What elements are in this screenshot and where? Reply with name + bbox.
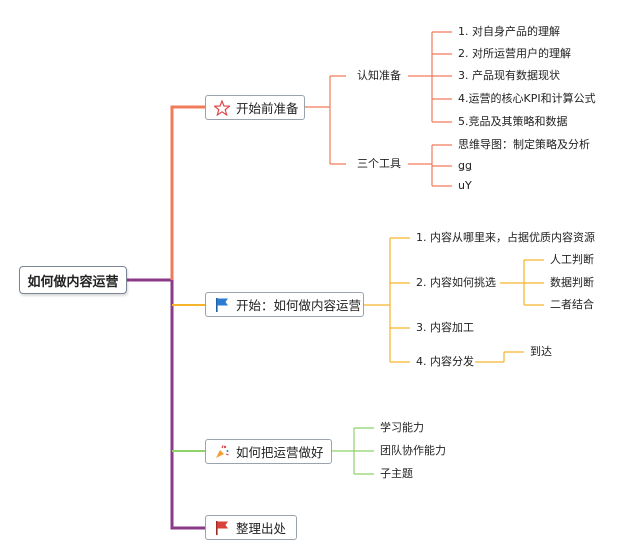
better-item[interactable]: 团队协作能力 [380, 444, 446, 457]
dist-item[interactable]: 到达 [530, 345, 552, 358]
cognition-item[interactable]: 2. 对所运营用户的理解 [458, 47, 571, 60]
select-item[interactable]: 二者结合 [550, 298, 594, 311]
how-item[interactable]: 1. 内容从哪里来，占据优质内容资源 [416, 231, 595, 244]
select-item[interactable]: 人工判断 [550, 253, 594, 266]
branch-node-better[interactable]: 如何把运营做好 [205, 439, 332, 464]
tools-connector [408, 144, 452, 187]
root-label: 如何做内容运营 [27, 274, 119, 290]
cognition-item[interactable]: 1. 对自身产品的理解 [458, 25, 560, 38]
branch-label-source: 整理出处 [236, 521, 287, 536]
branch-node-source[interactable]: 整理出处 [205, 515, 297, 540]
branch-label-better: 如何把运营做好 [236, 445, 324, 460]
how-item[interactable]: 3. 内容加工 [416, 321, 474, 334]
cognition-item[interactable]: 4.运营的核心KPI和计算公式 [458, 92, 596, 105]
dist-connector [475, 351, 524, 363]
tools-item[interactable]: 思维导图：制定策略及分析 [458, 138, 590, 151]
cognition-connector [408, 31, 452, 123]
better-item[interactable]: 子主题 [380, 467, 413, 480]
tools-item[interactable]: uY [458, 179, 472, 192]
prep-connector [305, 75, 346, 165]
trunk-line [127, 278, 205, 530]
better-item[interactable]: 学习能力 [380, 421, 424, 434]
better-connector [332, 427, 374, 475]
branch-line-prep [170, 105, 205, 280]
tools-item[interactable]: ǥǥ [458, 159, 472, 172]
branch-label-prep: 开始前准备 [236, 101, 299, 116]
select-connector [500, 259, 544, 306]
select-item[interactable]: 数据判断 [550, 276, 594, 289]
cognition-item[interactable]: 3. 产品现有数据现状 [458, 69, 560, 82]
branch-node-how[interactable]: 开始：如何做内容运营 [205, 292, 364, 317]
cognition-label[interactable]: 认知准备 [357, 69, 401, 82]
party-popper-icon [216, 444, 229, 458]
branch-label-how: 开始：如何做内容运营 [236, 298, 362, 313]
tools-label[interactable]: 三个工具 [357, 157, 401, 170]
how-connector [364, 237, 410, 363]
red-flag-icon [216, 520, 228, 535]
cognition-item[interactable]: 5.竞品及其策略和数据 [458, 115, 568, 128]
blue-flag-icon [216, 297, 228, 312]
how-item[interactable]: 4. 内容分发 [416, 355, 474, 368]
star-icon [214, 99, 230, 116]
branch-node-prep[interactable]: 开始前准备 [205, 95, 305, 120]
root-node[interactable]: 如何做内容运营 [19, 266, 127, 294]
how-item[interactable]: 2. 内容如何挑选 [416, 276, 496, 289]
